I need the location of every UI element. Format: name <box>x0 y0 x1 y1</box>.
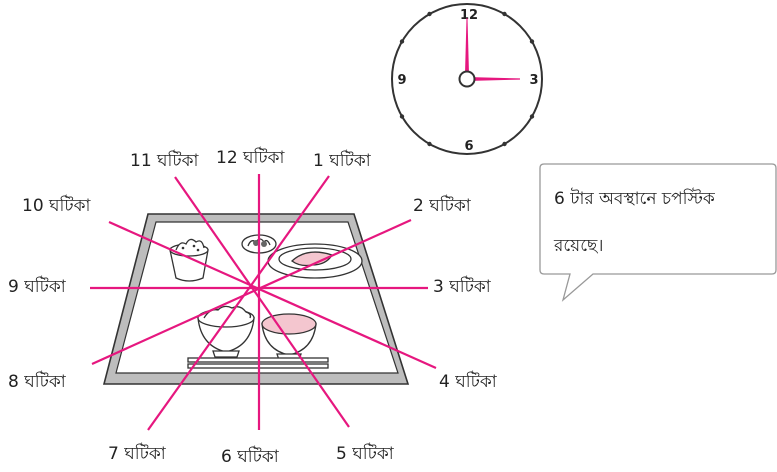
clock-center-pin <box>460 72 475 87</box>
label-7-oclock: 7 ঘটিকা <box>108 444 166 464</box>
label-11-oclock: 11 ঘটিকা <box>130 151 199 171</box>
label-12-oclock: 12 ঘটিকা <box>216 148 285 168</box>
side-dish-cup <box>170 239 208 281</box>
label-2-oclock: 2 ঘটিকা <box>413 196 471 216</box>
clock-numeral-3: 3 <box>529 73 538 88</box>
label-8-oclock: 8 ঘটিকা <box>8 372 66 392</box>
label-10-oclock: 10 ঘটিকা <box>22 196 91 216</box>
callout-bubble <box>540 164 776 300</box>
analog-clock: 12 3 6 9 <box>392 4 542 154</box>
label-5-oclock: 5 ঘটিকা <box>336 444 394 464</box>
clock-numeral-9: 9 <box>397 73 406 88</box>
label-3-oclock: 3 ঘটিকা <box>433 277 491 297</box>
label-6-oclock: 6 ঘটিকা <box>221 447 279 467</box>
clock-numeral-12: 12 <box>460 8 478 23</box>
label-9-oclock: 9 ঘটিকা <box>8 277 66 297</box>
label-4-oclock: 4 ঘটিকা <box>439 372 497 392</box>
callout-text-line2: রয়েছে। <box>554 233 603 261</box>
clock-numeral-6: 6 <box>464 139 473 154</box>
label-1-oclock: 1 ঘটিকা <box>313 151 371 171</box>
callout-text-line1: 6 টার অবস্থানে চপস্টিক <box>554 186 715 214</box>
